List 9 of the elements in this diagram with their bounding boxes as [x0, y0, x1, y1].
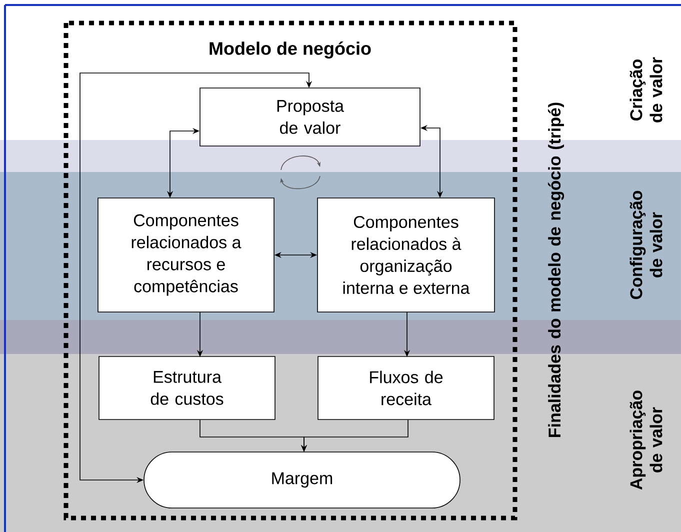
side-label: Finalidades do modelo de negócio (tripé) — [548, 102, 564, 437]
process-box: Estrutura de custos — [98, 356, 276, 420]
process-box: Componentes relacionados à organização interna e externa — [317, 198, 495, 312]
process-box: Proposta de valor — [200, 88, 420, 146]
side-label: Criação de valor — [630, 57, 662, 122]
process-box: Fluxos de receita — [318, 356, 494, 420]
side-label: Configuração de valor — [630, 190, 662, 300]
process-box: Componentes relacionados a recursos e competências — [98, 198, 274, 312]
side-label: Apropriação de valor — [630, 390, 662, 490]
